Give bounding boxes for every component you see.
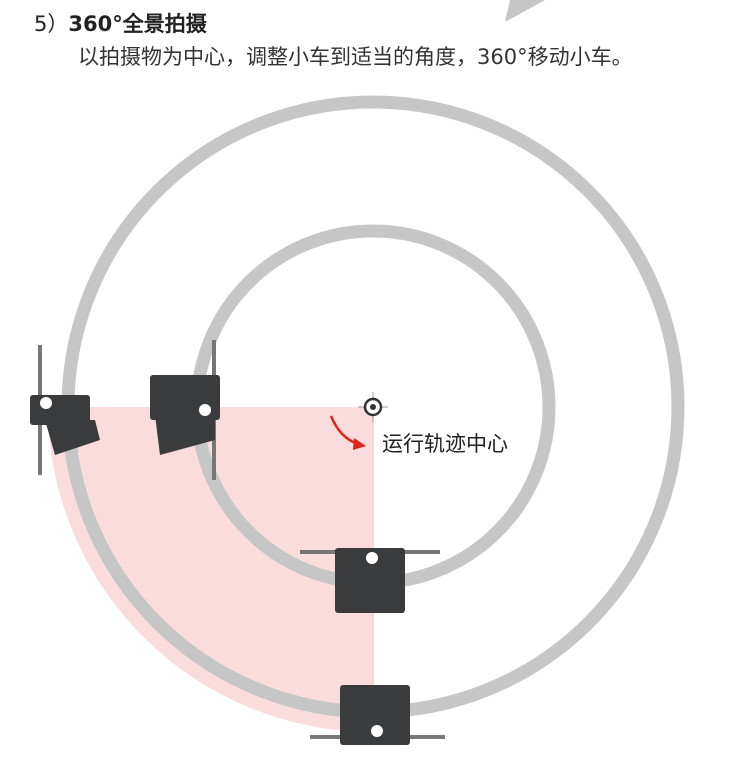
- center-target-icon: [358, 392, 388, 422]
- section-heading: 5）360°全景拍摄: [34, 8, 207, 38]
- direction-triangle-icon: [505, 0, 545, 22]
- dolly-outer-bottom: [310, 685, 445, 745]
- curved-arrow-icon: [329, 415, 366, 450]
- dolly-inner-bottom: [300, 548, 440, 613]
- section-number: 5）: [34, 12, 69, 36]
- shooting-sector: [48, 407, 373, 732]
- description-text: 以拍摄物为中心，调整小车到适当的角度，360°移动小车。: [78, 45, 633, 69]
- dolly-inner-left: [150, 340, 220, 480]
- section-title: 360°全景拍摄: [68, 12, 207, 36]
- trajectory-center-label: 运行轨迹中心: [382, 432, 508, 456]
- dolly-outer-left: [30, 345, 100, 475]
